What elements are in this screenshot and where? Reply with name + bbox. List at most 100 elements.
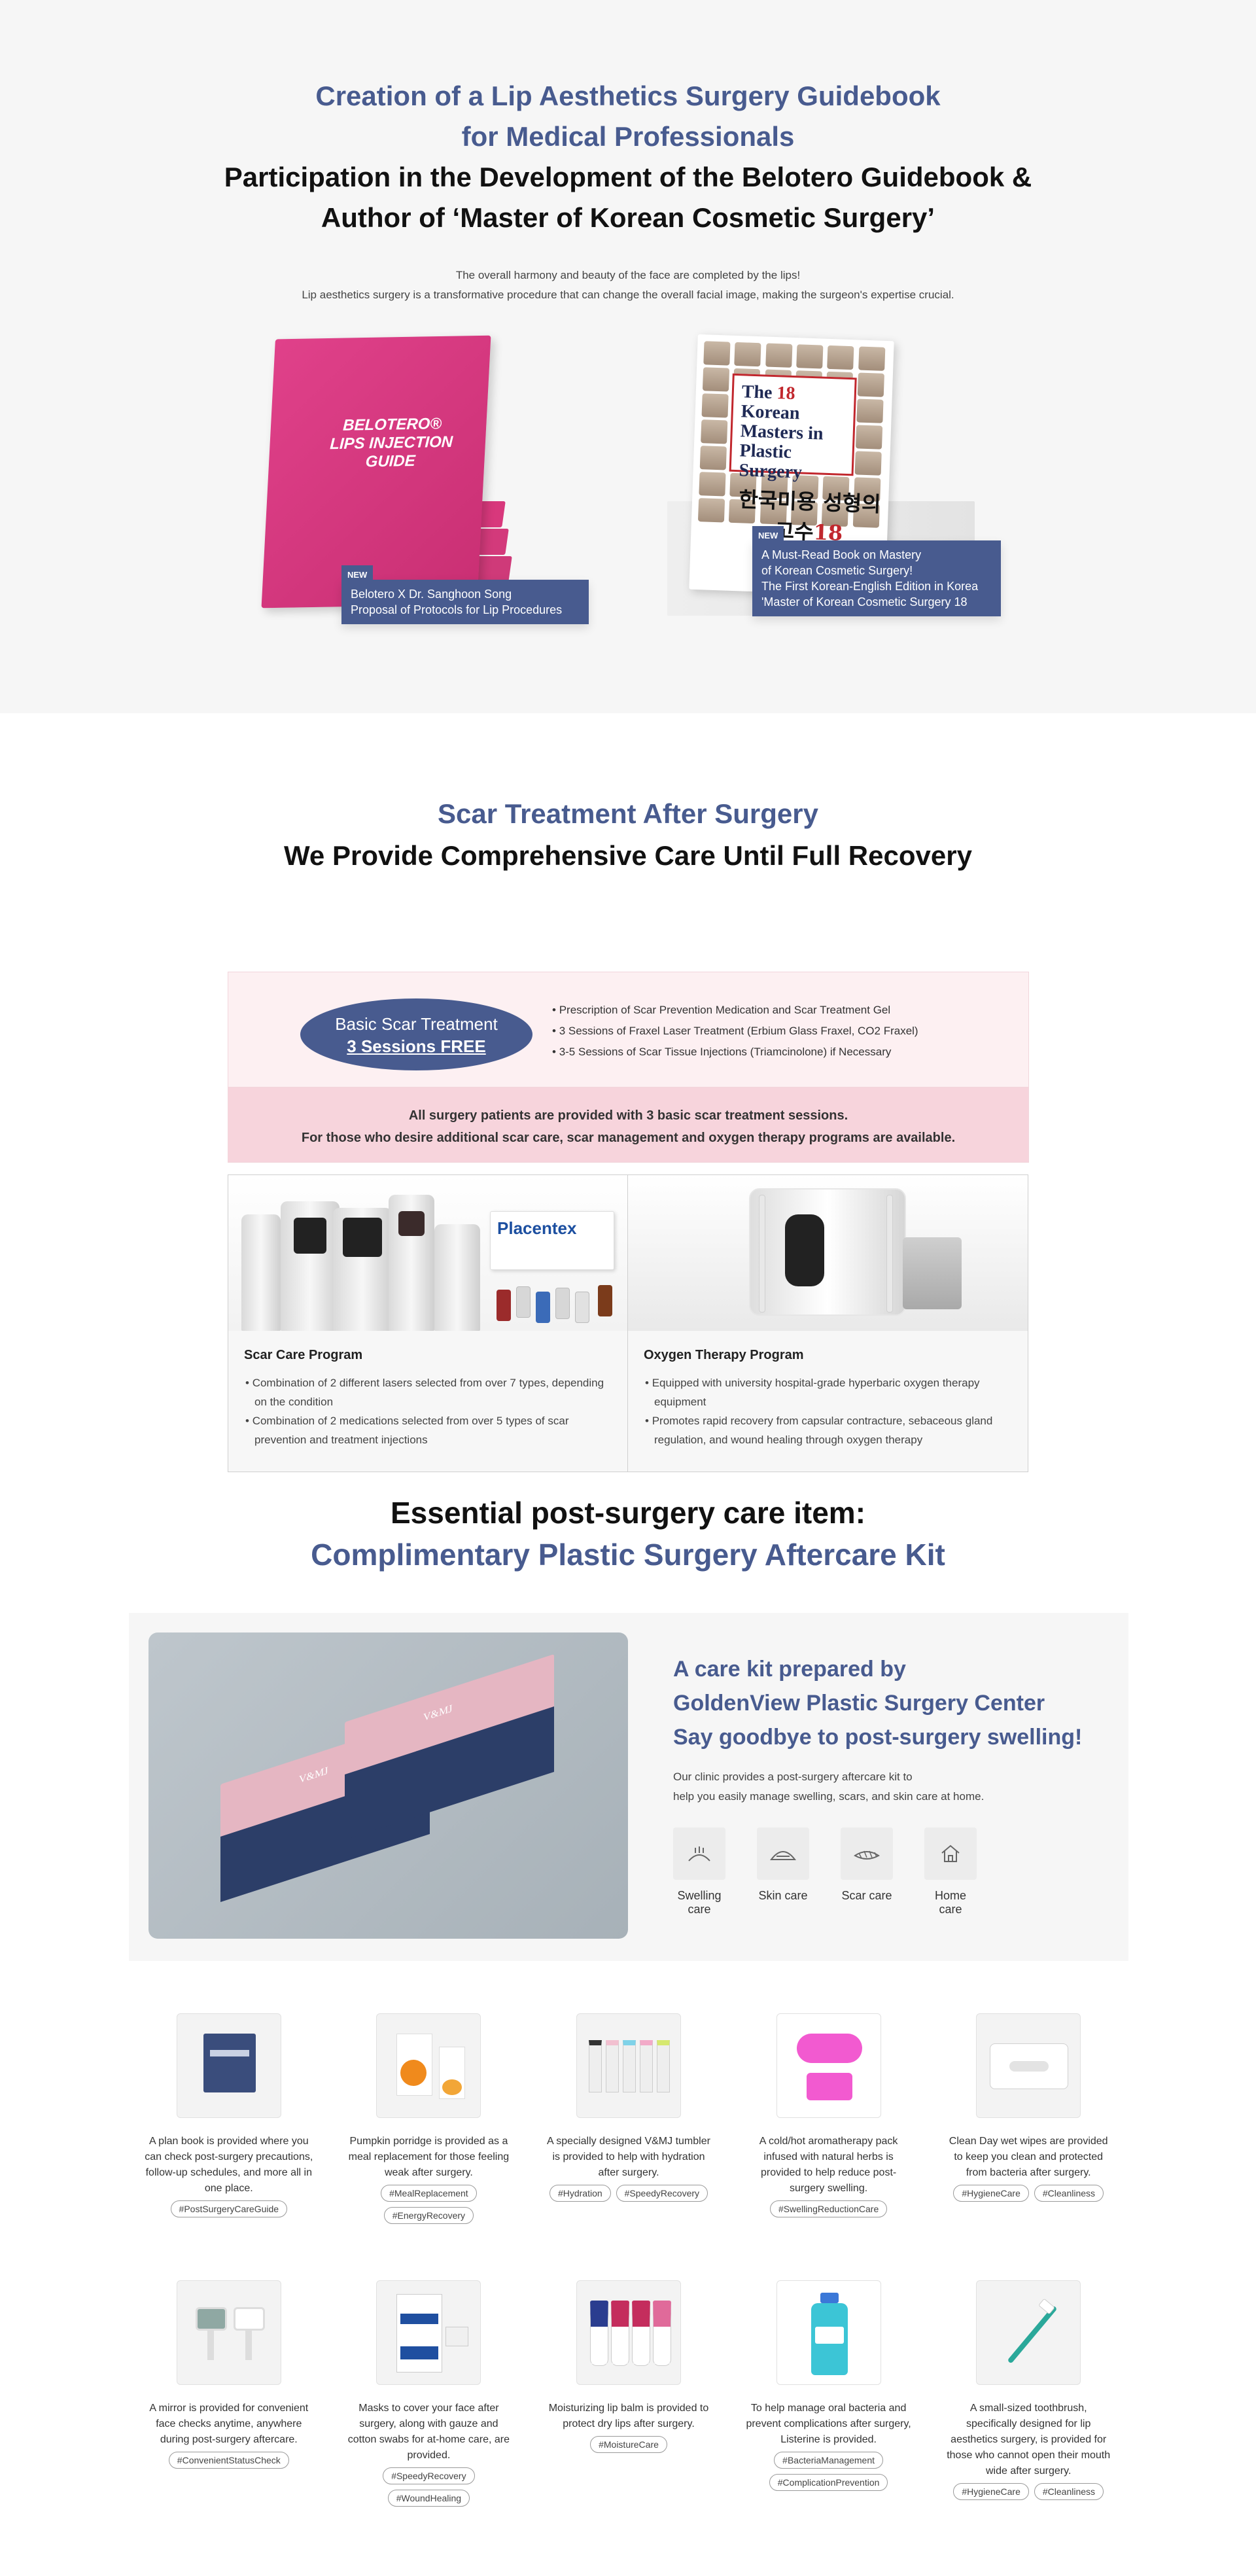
aftercare-kit-section: Essential post-surgery care item: Compli… [0,1466,1256,2576]
belotero-caption-line-2: Proposal of Protocols for Lip Procedures [351,603,563,616]
basic-scar-list: Prescription of Scar Prevention Medicati… [552,1000,918,1063]
hashtag: #Hydration [549,2185,611,2202]
scar-info-box: Basic Scar Treatment 3 Sessions FREE Pre… [228,972,1029,1472]
hashtag: #MoistureCare [590,2436,667,2453]
hashtag: #SpeedyRecovery [383,2467,475,2484]
guidebook-section: Creation of a Lip Aesthetics Surgery Gui… [0,0,1256,713]
care-scar-label: Scar care [841,1889,892,1902]
care-skin-label: Skin care [758,1889,808,1902]
scar-title-black: We Provide Comprehensive Care Until Full… [284,840,972,871]
mouthwash-image [776,2280,881,2385]
kit-item-mirror: A mirror is provided for convenient face… [129,2280,329,2507]
masters-caption-line-2: of Korean Cosmetic Surgery! [761,564,913,577]
scar-care-program-card: Placentex Scar Care Program Combination … [228,1174,628,1472]
kit-title-blue: Complimentary Plastic Surgery Aftercare … [311,1538,945,1572]
kit-item-lip-balm: Moisturizing lip balm is provided to pro… [529,2280,729,2507]
scar-title-blue: Scar Treatment After Surgery [438,798,818,829]
kit-items-grid: A plan book is provided where you can ch… [129,2013,1128,2507]
belotero-caption-line-1: Belotero X Dr. Sanghoon Song [351,588,512,601]
list-item: Combination of 2 medications selected fr… [244,1411,612,1449]
scar-notice-band: All surgery patients are provided with 3… [228,1087,1029,1163]
hashtag: #EnergyRecovery [383,2207,474,2224]
oxygen-therapy-program-card: Oxygen Therapy Program Equipped with uni… [628,1174,1028,1472]
kit-item-porridge: Pumpkin porridge is provided as a meal r… [329,2013,529,2224]
list-item: Prescription of Scar Prevention Medicati… [552,1000,918,1021]
list-item: 3 Sessions of Fraxel Laser Treatment (Er… [552,1021,918,1042]
care-scar: Scar care [841,1827,893,1916]
belotero-cover-title: BELOTERO® LIPS INJECTION GUIDE [329,415,453,471]
item-description: Masks to cover your face after surgery, … [347,2403,510,2461]
hashtag: #MealReplacement [381,2185,477,2202]
placentex-box: Placentex [490,1211,614,1270]
kit-item-mouthwash: To help manage oral bacteria and prevent… [729,2280,929,2507]
kit-item-mask: Masks to cover your face after surgery, … [329,2280,529,2507]
pill-line-1: Basic Scar Treatment [335,1014,498,1034]
program-title: Scar Care Program [244,1348,363,1362]
masters-caption-line-1: A Must-Read Book on Mastery [761,548,922,561]
kit-item-wet-wipes: Clean Day wet wipes are provided to keep… [928,2013,1128,2224]
lip-balm-image [576,2280,681,2385]
masters-caption-line-3: The First Korean-English Edition in Kore… [761,580,979,593]
item-description: Pumpkin porridge is provided as a meal r… [348,2136,510,2178]
kit-description: Our clinic provides a post-surgery after… [673,1771,985,1803]
hashtag: #HygieneCare [953,2483,1029,2500]
aroma-pack-image [776,2013,881,2118]
item-description: To help manage oral bacteria and prevent… [746,2403,911,2445]
toothbrush-image [976,2280,1081,2385]
tumbler-image [576,2013,681,2118]
hashtag: #PostSurgeryCareGuide [170,2200,288,2217]
guidebook-title-black-2: Author of ‘Master of Korean Cosmetic Sur… [321,202,935,233]
scar-icon [841,1827,893,1880]
swelling-icon [673,1827,725,1880]
hashtag: #ConvenientStatusCheck [168,2452,289,2469]
mirror-image [176,2280,281,2385]
kit-heading-2: GoldenView Plastic Surgery Center [673,1691,1045,1716]
hashtag: #SwellingReductionCare [769,2200,888,2217]
hashtag: #WoundHealing [387,2490,470,2507]
belotero-caption: NEW Belotero X Dr. Sanghoon Song Proposa… [341,565,589,624]
care-home: Home care [924,1827,977,1916]
basic-scar-panel: Basic Scar Treatment 3 Sessions FREE Pre… [228,972,1029,1087]
item-description: A cold/hot aromatherapy pack infused wit… [759,2136,898,2194]
hashtag: #HygieneCare [953,2185,1029,2202]
porridge-image [376,2013,481,2118]
kit-box-photo: V&MJ V&MJ [148,1632,628,1939]
item-description: A mirror is provided for convenient face… [149,2403,309,2445]
care-home-label: Home care [934,1889,966,1916]
list-item: 3-5 Sessions of Scar Tissue Injections (… [552,1042,918,1063]
list-item: Promotes rapid recovery from capsular co… [644,1411,1012,1449]
kit-item-tumbler: A specially designed V&MJ tumbler is pro… [529,2013,729,2224]
kit-item-aroma-pack: A cold/hot aromatherapy pack infused wit… [729,2013,929,2224]
hashtag: #SpeedyRecovery [616,2185,708,2202]
belotero-book-cover: BELOTERO® LIPS INJECTION GUIDE [261,335,491,609]
laser-devices-image: Placentex [228,1175,627,1331]
list-item: Combination of 2 different lasers select… [244,1373,612,1411]
guidebook-description: The overall harmony and beauty of the fa… [0,266,1256,305]
pill-line-2: 3 Sessions FREE [347,1036,486,1056]
guidebook-title-blue-1: Creation of a Lip Aesthetics Surgery Gui… [315,80,941,111]
program-title: Oxygen Therapy Program [644,1348,804,1362]
item-description: A plan book is provided where you can ch… [145,2136,313,2194]
masters-caption-line-4: 'Master of Korean Cosmetic Surgery 18 [761,595,968,609]
scar-notice-line-2: For those who desire additional scar car… [301,1131,956,1145]
item-description: A specially designed V&MJ tumbler is pro… [547,2136,710,2178]
skin-icon [757,1827,809,1880]
new-badge: NEW [752,526,784,546]
hashtag: #ComplicationPrevention [769,2474,888,2491]
item-description: A small-sized toothbrush, specifically d… [947,2403,1111,2477]
plan-book-image [176,2013,281,2118]
kit-feature-box: V&MJ V&MJ A care kit prepared by GoldenV… [129,1613,1128,1961]
programs-row: Placentex Scar Care Program Combination … [228,1174,1029,1472]
kit-heading-3: Say goodbye to post-surgery swelling! [673,1725,1083,1750]
item-description: Moisturizing lip balm is provided to pro… [548,2403,709,2429]
belotero-book-card: BELOTERO® LIPS INJECTION GUIDE NEW Belot… [261,335,608,665]
scar-treatment-section: Scar Treatment After Surgery We Provide … [0,713,1256,1472]
basic-scar-pill: Basic Scar Treatment 3 Sessions FREE [300,998,532,1070]
hashtag: #BacteriaManagement [774,2452,884,2469]
care-swelling-label: Swelling care [677,1889,722,1916]
mask-image [376,2280,481,2385]
care-skin: Skin care [757,1827,809,1916]
list-item: Equipped with university hospital-grade … [644,1373,1012,1411]
masters-caption: NEW A Must-Read Book on Mastery of Korea… [752,526,1001,616]
new-badge: NEW [341,565,374,585]
